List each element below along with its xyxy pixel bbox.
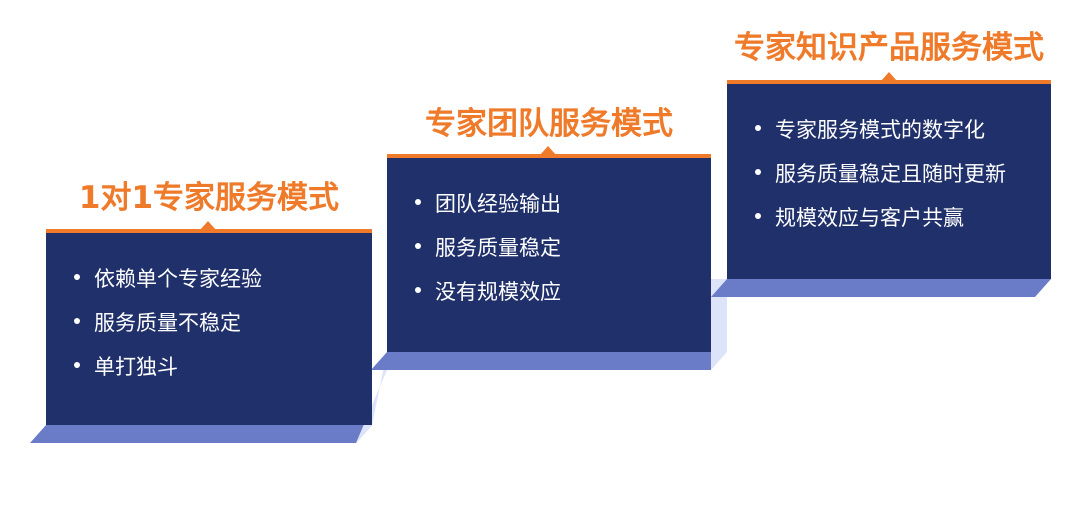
- step-2-panel: 团队经验输出 服务质量稳定 没有规模效应: [387, 158, 711, 352]
- step-1-panel: 依赖单个专家经验 服务质量不稳定 单打独斗: [46, 233, 372, 425]
- step-2-riser: [711, 279, 727, 370]
- step-2-floor-slab: [371, 352, 711, 370]
- step-3-floor-slab: [711, 279, 1051, 297]
- step-1-floor-slab: [30, 425, 372, 443]
- bullet-dot-icon: [415, 243, 421, 249]
- bullet-dot-icon: [74, 318, 80, 324]
- list-item: 团队经验输出: [415, 182, 561, 226]
- step-2-accent-line: [387, 154, 711, 158]
- list-item: 依赖单个专家经验: [74, 257, 262, 301]
- list-item: 规模效应与客户共赢: [755, 196, 1006, 240]
- step-2-pointer: [540, 146, 556, 155]
- list-item: 服务质量稳定: [415, 226, 561, 270]
- bullet-dot-icon: [755, 213, 761, 219]
- list-item: 单打独斗: [74, 345, 262, 389]
- step-3-pointer: [881, 72, 897, 81]
- bullet-dot-icon: [74, 362, 80, 368]
- step-3-panel: 专家服务模式的数字化 服务质量稳定且随时更新 规模效应与客户共赢: [727, 84, 1051, 279]
- step-3-bullet-list: 专家服务模式的数字化 服务质量稳定且随时更新 规模效应与客户共赢: [755, 108, 1006, 240]
- step-2-bullet-list: 团队经验输出 服务质量稳定 没有规模效应: [415, 182, 561, 314]
- list-item: 专家服务模式的数字化: [755, 108, 1006, 152]
- list-item: 没有规模效应: [415, 270, 561, 314]
- step-3-accent-line: [727, 80, 1051, 84]
- step-1-bullet-list: 依赖单个专家经验 服务质量不稳定 单打独斗: [74, 257, 262, 389]
- list-item: 服务质量稳定且随时更新: [755, 152, 1006, 196]
- step-1-title: 1对1专家服务模式: [78, 180, 340, 216]
- step-3-title: 专家知识产品服务模式: [734, 30, 1044, 66]
- step-1-pointer: [200, 221, 216, 230]
- list-item: 服务质量不稳定: [74, 301, 262, 345]
- step-1-accent-line: [46, 229, 372, 233]
- bullet-dot-icon: [415, 287, 421, 293]
- bullet-dot-icon: [74, 274, 80, 280]
- bullet-dot-icon: [755, 169, 761, 175]
- bullet-dot-icon: [755, 125, 761, 131]
- bullet-dot-icon: [415, 199, 421, 205]
- step-2-title: 专家团队服务模式: [425, 106, 673, 142]
